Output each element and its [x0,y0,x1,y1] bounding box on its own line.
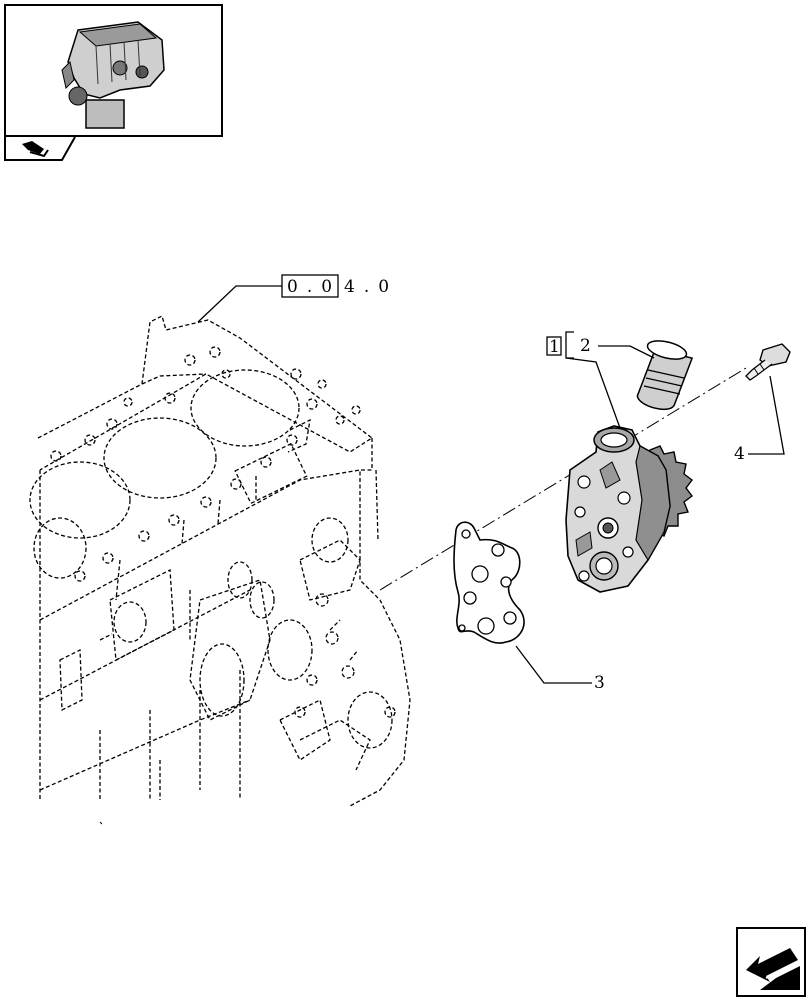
oil-pump-part-1[interactable] [565,425,693,593]
arrow-next-icon [746,948,800,990]
callout-4-leader [748,375,785,455]
relief-valve-part-2[interactable] [636,337,694,414]
reference-boxed: 0.0 [287,277,341,297]
group-marker-label: 1 [549,337,560,357]
callout-2[interactable]: 2 [580,336,591,356]
bolt-part-4[interactable] [745,343,791,381]
callout-2-leader [598,345,655,359]
thumbnail-panel[interactable] [4,4,223,161]
reference-label[interactable]: 0.0 4.0 [281,274,398,298]
callout-1-leader [565,357,621,429]
reference-rest: 4.0 [344,277,398,297]
callout-3-leader [515,645,592,684]
block-leader-line [197,285,282,323]
callout-4[interactable]: 4 [734,444,745,464]
gasket-part-3[interactable] [453,521,525,644]
engine-block [29,315,411,807]
callout-1-bracket [565,331,574,359]
group-marker-1[interactable]: 1 [546,336,562,357]
next-page-button[interactable] [736,927,806,997]
engine-thumbnail-icon [61,21,165,129]
book-pages-icon [22,141,49,158]
callout-3[interactable]: 3 [594,673,605,693]
stray-mark [99,821,103,825]
